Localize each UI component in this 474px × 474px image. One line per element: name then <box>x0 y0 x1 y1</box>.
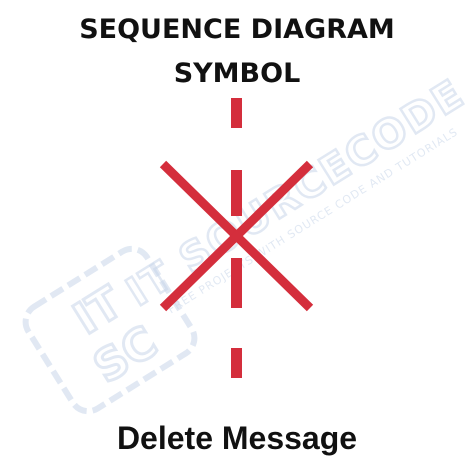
symbol-caption: Delete Message <box>116 420 358 456</box>
lifeline-dash <box>231 258 242 308</box>
lifeline-dash <box>231 348 242 378</box>
destroy-x-mark <box>159 160 314 312</box>
lifeline-dash <box>231 170 242 216</box>
title-line-2: SYMBOL <box>173 58 301 89</box>
title-line-1: SEQUENCE DIAGRAM <box>79 14 395 45</box>
destroy-x-stroke <box>159 160 314 312</box>
page-title: SEQUENCE DIAGRAM SYMBOL <box>0 8 474 96</box>
lifeline-dash <box>231 98 242 128</box>
lifeline-dashed <box>231 98 242 378</box>
